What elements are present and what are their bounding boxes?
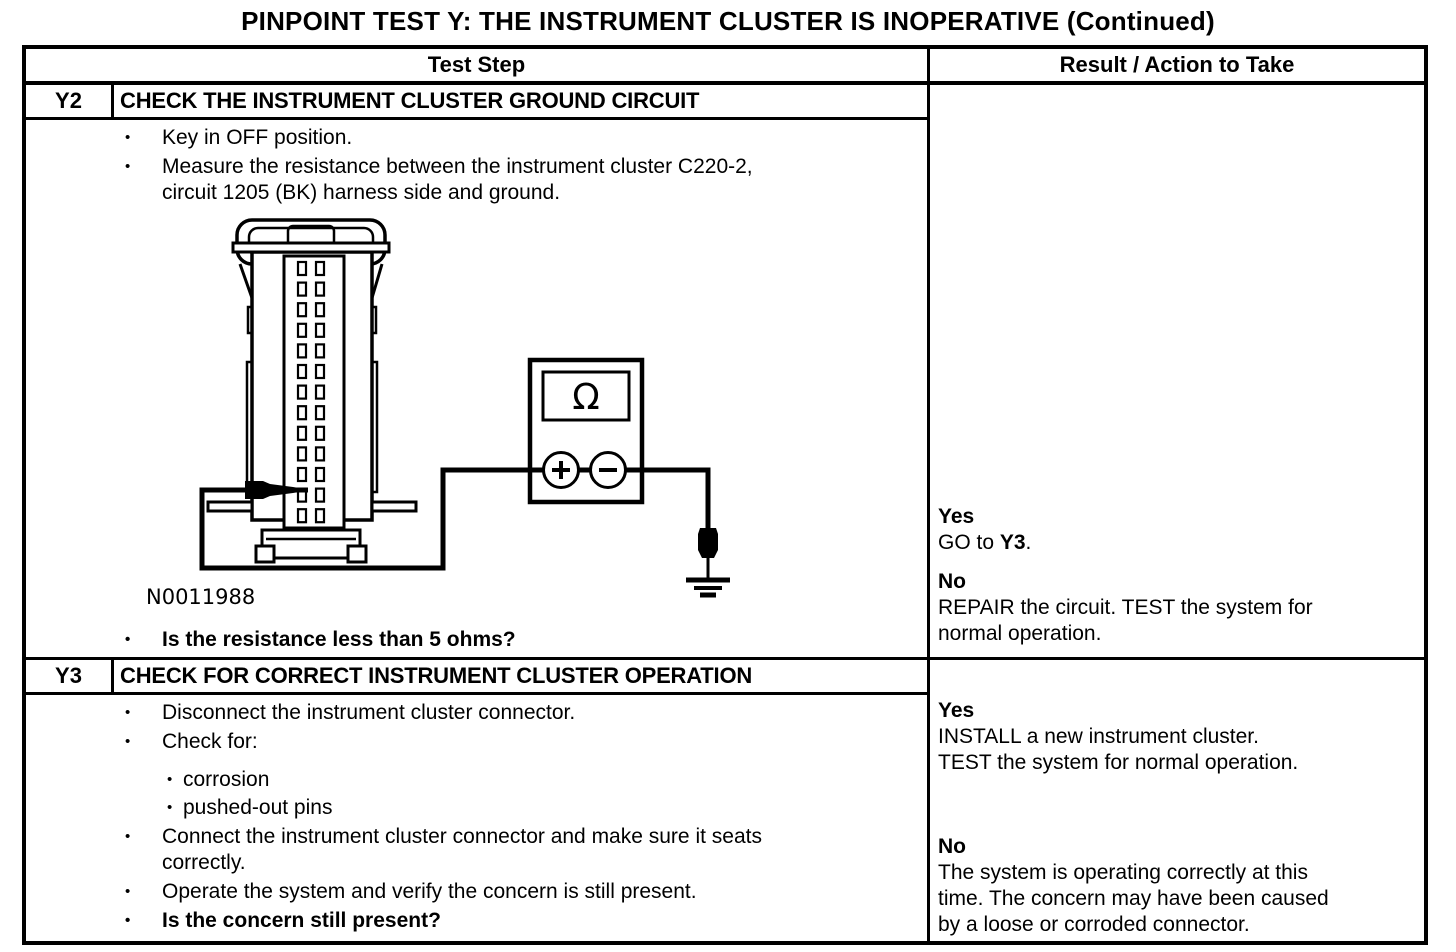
action-line: normal operation. — [938, 622, 1102, 645]
step-line: Operate the system and verify the concer… — [162, 880, 697, 903]
list-item: Key in OFF position. — [26, 125, 927, 151]
list-item: Disconnect the instrument cluster connec… — [26, 700, 927, 726]
action-line: REPAIR the circuit. TEST the system for — [938, 596, 1313, 619]
y2-result-no: No REPAIR the circuit. TEST the system f… — [938, 569, 1420, 647]
column-header-result: Result / Action to Take — [1059, 52, 1295, 77]
step-line: correctly. — [162, 851, 246, 874]
step-line: Check for: — [162, 730, 258, 753]
list-item: Operate the system and verify the concer… — [26, 879, 927, 905]
step-line: Connect the instrument cluster connector… — [162, 825, 762, 848]
y2-steps: Key in OFF position. Measure the resista… — [26, 120, 927, 206]
list-item: corrosion — [26, 767, 927, 793]
bullet-icon — [125, 125, 162, 151]
result-action: INSTALL a new instrument cluster. TEST t… — [938, 724, 1420, 776]
y3-titlebar: Y3 CHECK FOR CORRECT INSTRUMENT CLUSTER … — [26, 660, 927, 695]
step-line: Key in OFF position. — [162, 126, 353, 149]
action-line: The system is operating correctly at thi… — [938, 861, 1308, 884]
step-line: circuit 1205 (BK) harness side and groun… — [162, 181, 561, 204]
bullet-icon — [167, 795, 183, 821]
list-item: Check for: — [26, 729, 927, 755]
ground-probe — [698, 528, 718, 558]
result-action: REPAIR the circuit. TEST the system for … — [938, 595, 1420, 647]
connector-side-tabs — [206, 500, 418, 513]
connector-pins — [296, 260, 326, 524]
bullet-icon — [167, 767, 183, 793]
y3-result-cell: Yes INSTALL a new instrument cluster. TE… — [930, 660, 1424, 941]
action-step-reference: Y3 — [999, 531, 1026, 554]
table-row-y2: Y2 CHECK THE INSTRUMENT CLUSTER GROUND C… — [26, 85, 1424, 660]
y2-test-step-cell: Y2 CHECK THE INSTRUMENT CLUSTER GROUND C… — [26, 85, 930, 657]
y3-step-id: Y3 — [26, 660, 114, 692]
connector-pin-housing — [282, 254, 346, 530]
result-action: GO to Y3. — [938, 530, 1420, 556]
list-item: Connect the instrument cluster connector… — [26, 824, 927, 876]
result-answer: No — [938, 835, 966, 858]
y2-step-heading: CHECK THE INSTRUMENT CLUSTER GROUND CIRC… — [120, 88, 700, 113]
result-answer: Yes — [938, 699, 975, 722]
y2-step-content: Key in OFF position. Measure the resista… — [26, 120, 927, 657]
bullet-icon — [125, 908, 162, 934]
y3-step-heading: CHECK FOR CORRECT INSTRUMENT CLUSTER OPE… — [120, 663, 753, 688]
y2-question: Is the resistance less than 5 ohms? — [26, 624, 927, 653]
ground-symbol-icon — [686, 577, 730, 598]
bullet-icon — [125, 154, 162, 206]
bullet-icon — [125, 627, 162, 653]
y3-test-step-cell: Y3 CHECK FOR CORRECT INSTRUMENT CLUSTER … — [26, 660, 930, 941]
action-line: TEST the system for normal operation. — [938, 751, 1299, 774]
action-line: time. The concern may have been caused — [938, 887, 1329, 910]
step-line: Measure the resistance between the instr… — [162, 155, 753, 178]
action-line: by a loose or corroded connector. — [938, 913, 1250, 936]
y2-result-yes: Yes GO to Y3. — [938, 504, 1420, 556]
y3-question: Is the concern still present? — [26, 908, 927, 934]
omega-symbol: Ω — [572, 377, 600, 418]
step-line: Is the concern still present? — [162, 909, 441, 932]
pinpoint-test-table: Test Step Result / Action to Take Y2 CHE… — [22, 45, 1428, 945]
column-header-test-step: Test Step — [26, 49, 930, 81]
page-title: PINPOINT TEST Y: THE INSTRUMENT CLUSTER … — [241, 6, 1215, 36]
y2-step-id: Y2 — [26, 85, 114, 117]
bullet-icon — [125, 700, 162, 726]
table-row-y3: Y3 CHECK FOR CORRECT INSTRUMENT CLUSTER … — [26, 660, 1424, 941]
step-line: pushed-out pins — [183, 796, 333, 819]
y3-result-yes: Yes INSTALL a new instrument cluster. TE… — [938, 698, 1420, 776]
y3-steps: Disconnect the instrument cluster connec… — [26, 695, 927, 934]
list-item: pushed-out pins — [26, 795, 927, 821]
plus-terminal-icon — [542, 451, 580, 489]
test-probe-left — [245, 481, 302, 499]
step-line: corrosion — [183, 768, 270, 791]
table-header-row: Test Step Result / Action to Take — [26, 49, 1424, 85]
y3-result-no: No The system is operating correctly at … — [938, 834, 1420, 938]
bullet-icon — [125, 824, 162, 876]
ohmmeter-display — [541, 370, 631, 422]
connector-diagram-svg: Ω — [146, 218, 730, 609]
y2-result-cell: Yes GO to Y3. No REPAIR the circuit. TES… — [930, 85, 1424, 657]
wire-path — [199, 467, 711, 571]
action-text: . — [1025, 531, 1032, 554]
ground-circuit-diagram: Ω — [130, 212, 830, 612]
minus-terminal-icon — [589, 451, 627, 489]
step-line: Disconnect the instrument cluster connec… — [162, 701, 576, 724]
list-item: Measure the resistance between the instr… — [26, 154, 927, 206]
figure-label: N0011988 — [146, 585, 255, 609]
result-answer: Yes — [938, 505, 975, 528]
result-action: The system is operating correctly at thi… — [938, 860, 1420, 938]
result-answer: No — [938, 570, 966, 593]
y3-step-content: Disconnect the instrument cluster connec… — [26, 695, 927, 941]
step-line: Is the resistance less than 5 ohms? — [162, 628, 516, 651]
connector-crossbar — [231, 241, 391, 254]
action-line: INSTALL a new instrument cluster. — [938, 725, 1259, 748]
y2-titlebar: Y2 CHECK THE INSTRUMENT CLUSTER GROUND C… — [26, 85, 927, 120]
bullet-icon — [125, 729, 162, 755]
bullet-icon — [125, 879, 162, 905]
connector-base — [254, 528, 368, 564]
action-text: GO to — [938, 531, 1000, 554]
